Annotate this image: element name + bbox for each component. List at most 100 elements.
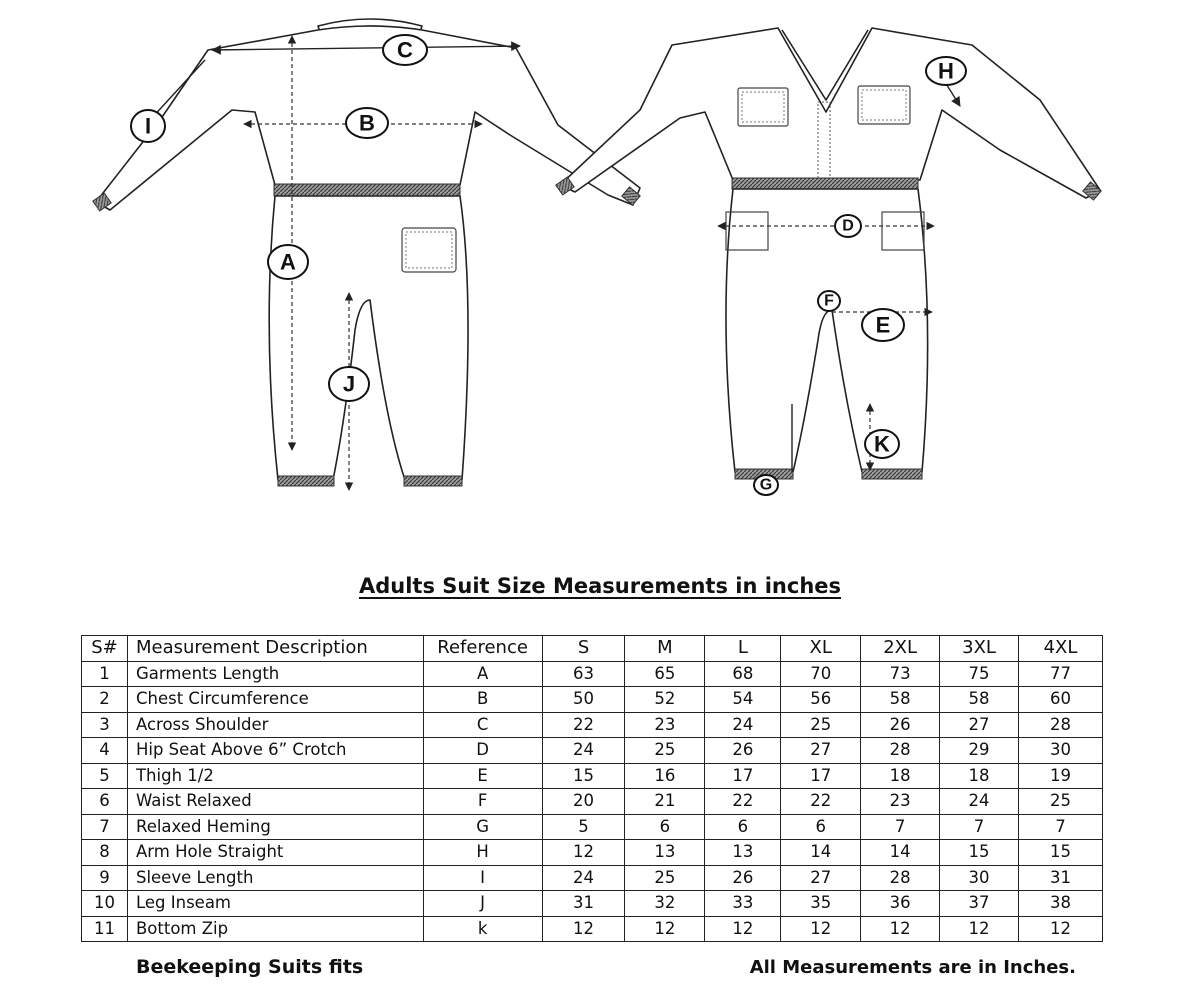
size-value: 27 (939, 711, 1020, 738)
front-view: H D F E K G (555, 27, 1102, 496)
size-value: 6 (704, 813, 782, 840)
size-value: 12 (1018, 915, 1103, 942)
label-f: F (817, 290, 841, 312)
front-waistband (731, 177, 919, 190)
size-value: 26 (860, 711, 941, 738)
size-value: 19 (1018, 762, 1103, 789)
header-size-m: M (624, 635, 706, 662)
svg-text:D: D (842, 218, 854, 235)
measurement-description: Relaxed Heming (126, 813, 424, 840)
size-value: 20 (541, 788, 626, 815)
size-value: 23 (624, 711, 706, 738)
size-value: 24 (704, 711, 782, 738)
measurement-description: Bottom Zip (126, 915, 424, 942)
label-k: K (864, 429, 900, 459)
size-value: 12 (780, 915, 862, 942)
measurement-description: Leg Inseam (126, 890, 424, 917)
size-value: 5 (541, 813, 626, 840)
svg-text:K: K (874, 432, 890, 457)
size-value: 12 (704, 915, 782, 942)
measurement-description: Hip Seat Above 6” Crotch (126, 737, 424, 764)
size-value: 63 (541, 660, 626, 687)
svg-text:I: I (145, 114, 151, 139)
reference-letter: G (422, 813, 543, 840)
size-value: 50 (541, 686, 626, 713)
size-value: 21 (624, 788, 706, 815)
svg-text:E: E (876, 313, 891, 338)
row-number: 3 (81, 711, 128, 738)
size-value: 22 (780, 788, 862, 815)
size-value: 38 (1018, 890, 1103, 917)
header-size-3xl: 3XL (939, 635, 1020, 662)
size-value: 31 (1018, 864, 1103, 891)
size-value: 58 (939, 686, 1020, 713)
header-size-l: L (704, 635, 782, 662)
label-h: H (925, 56, 967, 86)
measurement-description: Sleeve Length (126, 864, 424, 891)
size-value: 25 (624, 737, 706, 764)
size-value: 7 (939, 813, 1020, 840)
reference-letter: J (422, 890, 543, 917)
label-a: A (267, 244, 309, 280)
size-value: 35 (780, 890, 862, 917)
svg-text:F: F (824, 293, 834, 310)
size-value: 12 (624, 915, 706, 942)
size-value: 75 (939, 660, 1020, 687)
reference-letter: E (422, 762, 543, 789)
row-number: 7 (81, 813, 128, 840)
size-value: 14 (780, 839, 862, 866)
size-value: 68 (704, 660, 782, 687)
size-value: 25 (624, 864, 706, 891)
size-value: 24 (939, 788, 1020, 815)
label-j: J (328, 366, 370, 402)
row-number: 8 (81, 839, 128, 866)
size-value: 15 (1018, 839, 1103, 866)
size-value: 24 (541, 737, 626, 764)
size-value: 15 (939, 839, 1020, 866)
size-value: 17 (704, 762, 782, 789)
size-value: 15 (541, 762, 626, 789)
header-size-xl: XL (780, 635, 862, 662)
reference-letter: k (422, 915, 543, 942)
size-value: 7 (1018, 813, 1103, 840)
svg-text:H: H (938, 59, 954, 84)
size-value: 31 (541, 890, 626, 917)
measurement-description: Chest Circumference (126, 686, 424, 713)
size-measurement-table: S# Measurement Description Reference S M… (81, 635, 1103, 942)
svg-text:B: B (359, 111, 375, 136)
size-value: 54 (704, 686, 782, 713)
size-value: 33 (704, 890, 782, 917)
label-i: I (130, 109, 166, 143)
measurement-description: Across Shoulder (126, 711, 424, 738)
row-number: 9 (81, 864, 128, 891)
size-value: 17 (780, 762, 862, 789)
reference-letter: H (422, 839, 543, 866)
measurement-description: Thigh 1/2 (126, 762, 424, 789)
back-waistband (273, 183, 461, 197)
size-value: 14 (860, 839, 941, 866)
measurement-description: Garments Length (126, 660, 424, 687)
size-value: 24 (541, 864, 626, 891)
size-value: 13 (704, 839, 782, 866)
suit-diagram: C B I A J (92, 18, 1102, 496)
svg-text:G: G (760, 477, 772, 494)
header-size-s: S (541, 635, 626, 662)
size-value: 7 (860, 813, 941, 840)
header-size-2xl: 2XL (860, 635, 941, 662)
size-value: 73 (860, 660, 941, 687)
size-value: 30 (939, 864, 1020, 891)
size-value: 26 (704, 737, 782, 764)
label-e: E (861, 308, 905, 342)
back-view: C B I A J (92, 18, 641, 491)
svg-text:A: A (280, 250, 296, 275)
size-value: 28 (860, 737, 941, 764)
header-reference: Reference (422, 635, 543, 662)
back-legs (268, 195, 469, 481)
size-value: 28 (1018, 711, 1103, 738)
size-value: 28 (860, 864, 941, 891)
